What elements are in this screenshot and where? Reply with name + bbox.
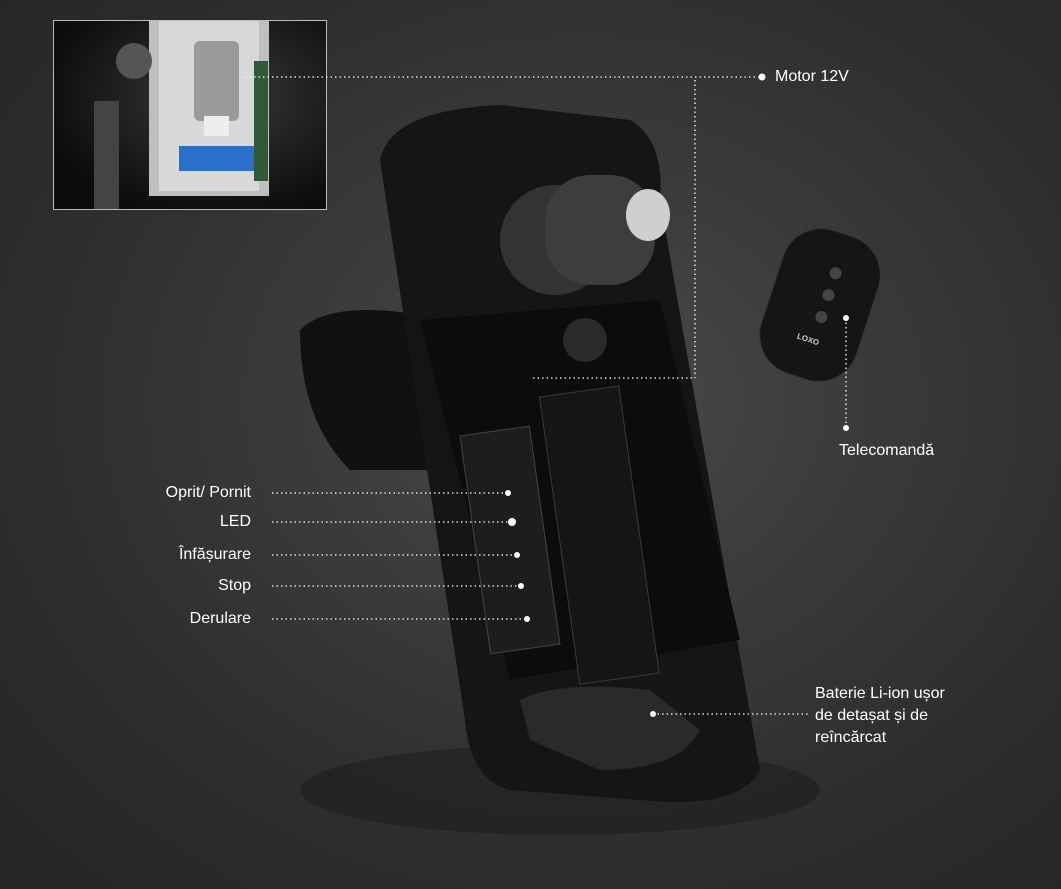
label-motor: Motor 12V [775, 68, 849, 85]
label-led: LED [219, 513, 251, 530]
motor-closeup-inset [53, 20, 327, 210]
motor-closeup-image [94, 21, 269, 209]
label-remote: Telecomandă [839, 442, 935, 459]
label-battery-line: Baterie Li-ion ușor [815, 685, 945, 702]
label-on-off: Oprit/ Pornit [165, 484, 251, 501]
label-battery: Baterie Li-ion ușor de detașat și de reî… [815, 683, 945, 749]
label-battery-line: reîncărcat [815, 729, 887, 746]
label-stop: Stop [218, 577, 251, 594]
label-battery-line: de detașat și de [815, 707, 928, 724]
label-wind: Înfășurare [178, 546, 251, 563]
remote-control: LOXO [759, 228, 881, 382]
label-unwind: Derulare [189, 610, 251, 627]
